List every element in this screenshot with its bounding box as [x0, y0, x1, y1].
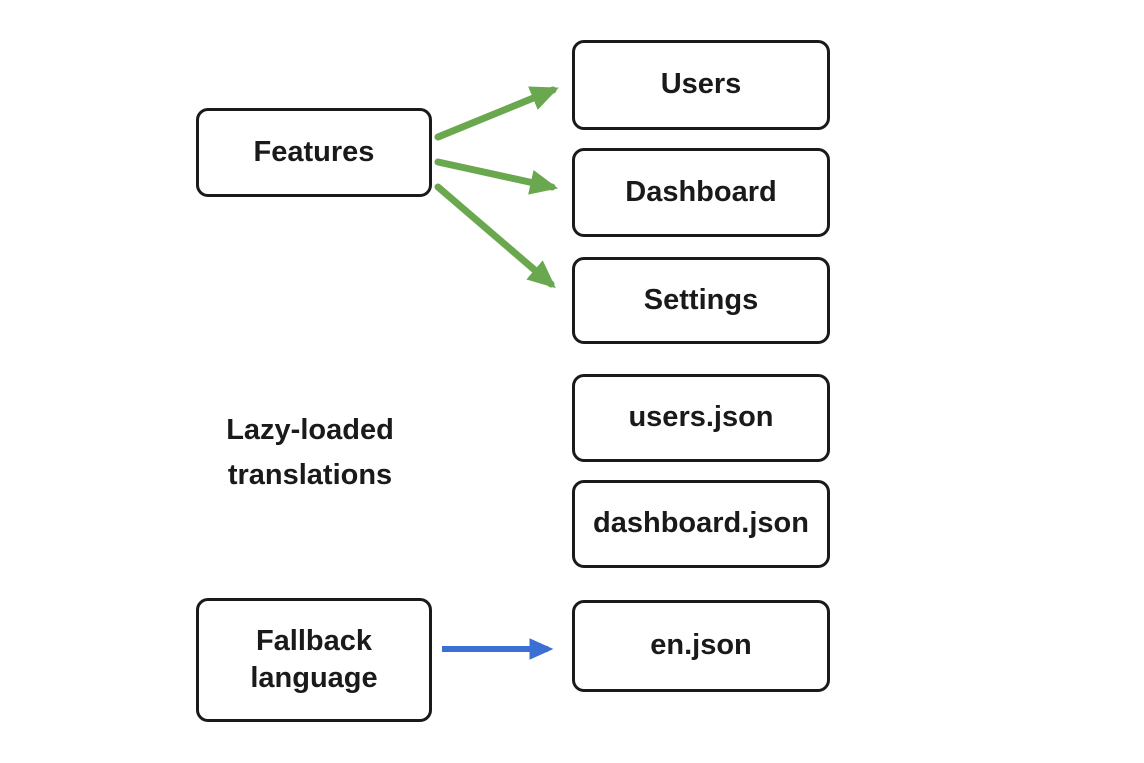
lazy-loaded-line2: translations: [227, 459, 393, 491]
node-features-label: Features: [253, 135, 375, 168]
node-dashboard: Dashboard: [572, 148, 830, 237]
arrow-features-to-settings: [434, 183, 556, 289]
node-en-json: en.json: [572, 600, 830, 692]
node-features: Features: [196, 108, 432, 197]
node-settings-label: Settings: [643, 283, 759, 316]
node-dashboard-label: Dashboard: [625, 175, 777, 208]
arrow-features-to-dashboard: [434, 158, 559, 195]
node-users-label: Users: [660, 68, 742, 101]
node-en-json-label: en.json: [650, 629, 752, 662]
lazy-loaded-translations-label: Lazy-loaded translations: [160, 408, 460, 498]
node-fallback-language-label: Fallback language: [250, 624, 378, 694]
node-users: Users: [572, 40, 830, 130]
node-fallback-language: Fallback language: [196, 598, 432, 722]
node-dashboard-json-label: dashboard.json: [593, 507, 809, 540]
lazy-loaded-line1: Lazy-loaded: [226, 414, 394, 446]
node-dashboard-json: dashboard.json: [572, 480, 830, 568]
node-users-json: users.json: [572, 374, 830, 462]
node-users-json-label: users.json: [628, 401, 774, 434]
node-settings: Settings: [572, 257, 830, 344]
arrow-features-to-users: [434, 86, 559, 141]
